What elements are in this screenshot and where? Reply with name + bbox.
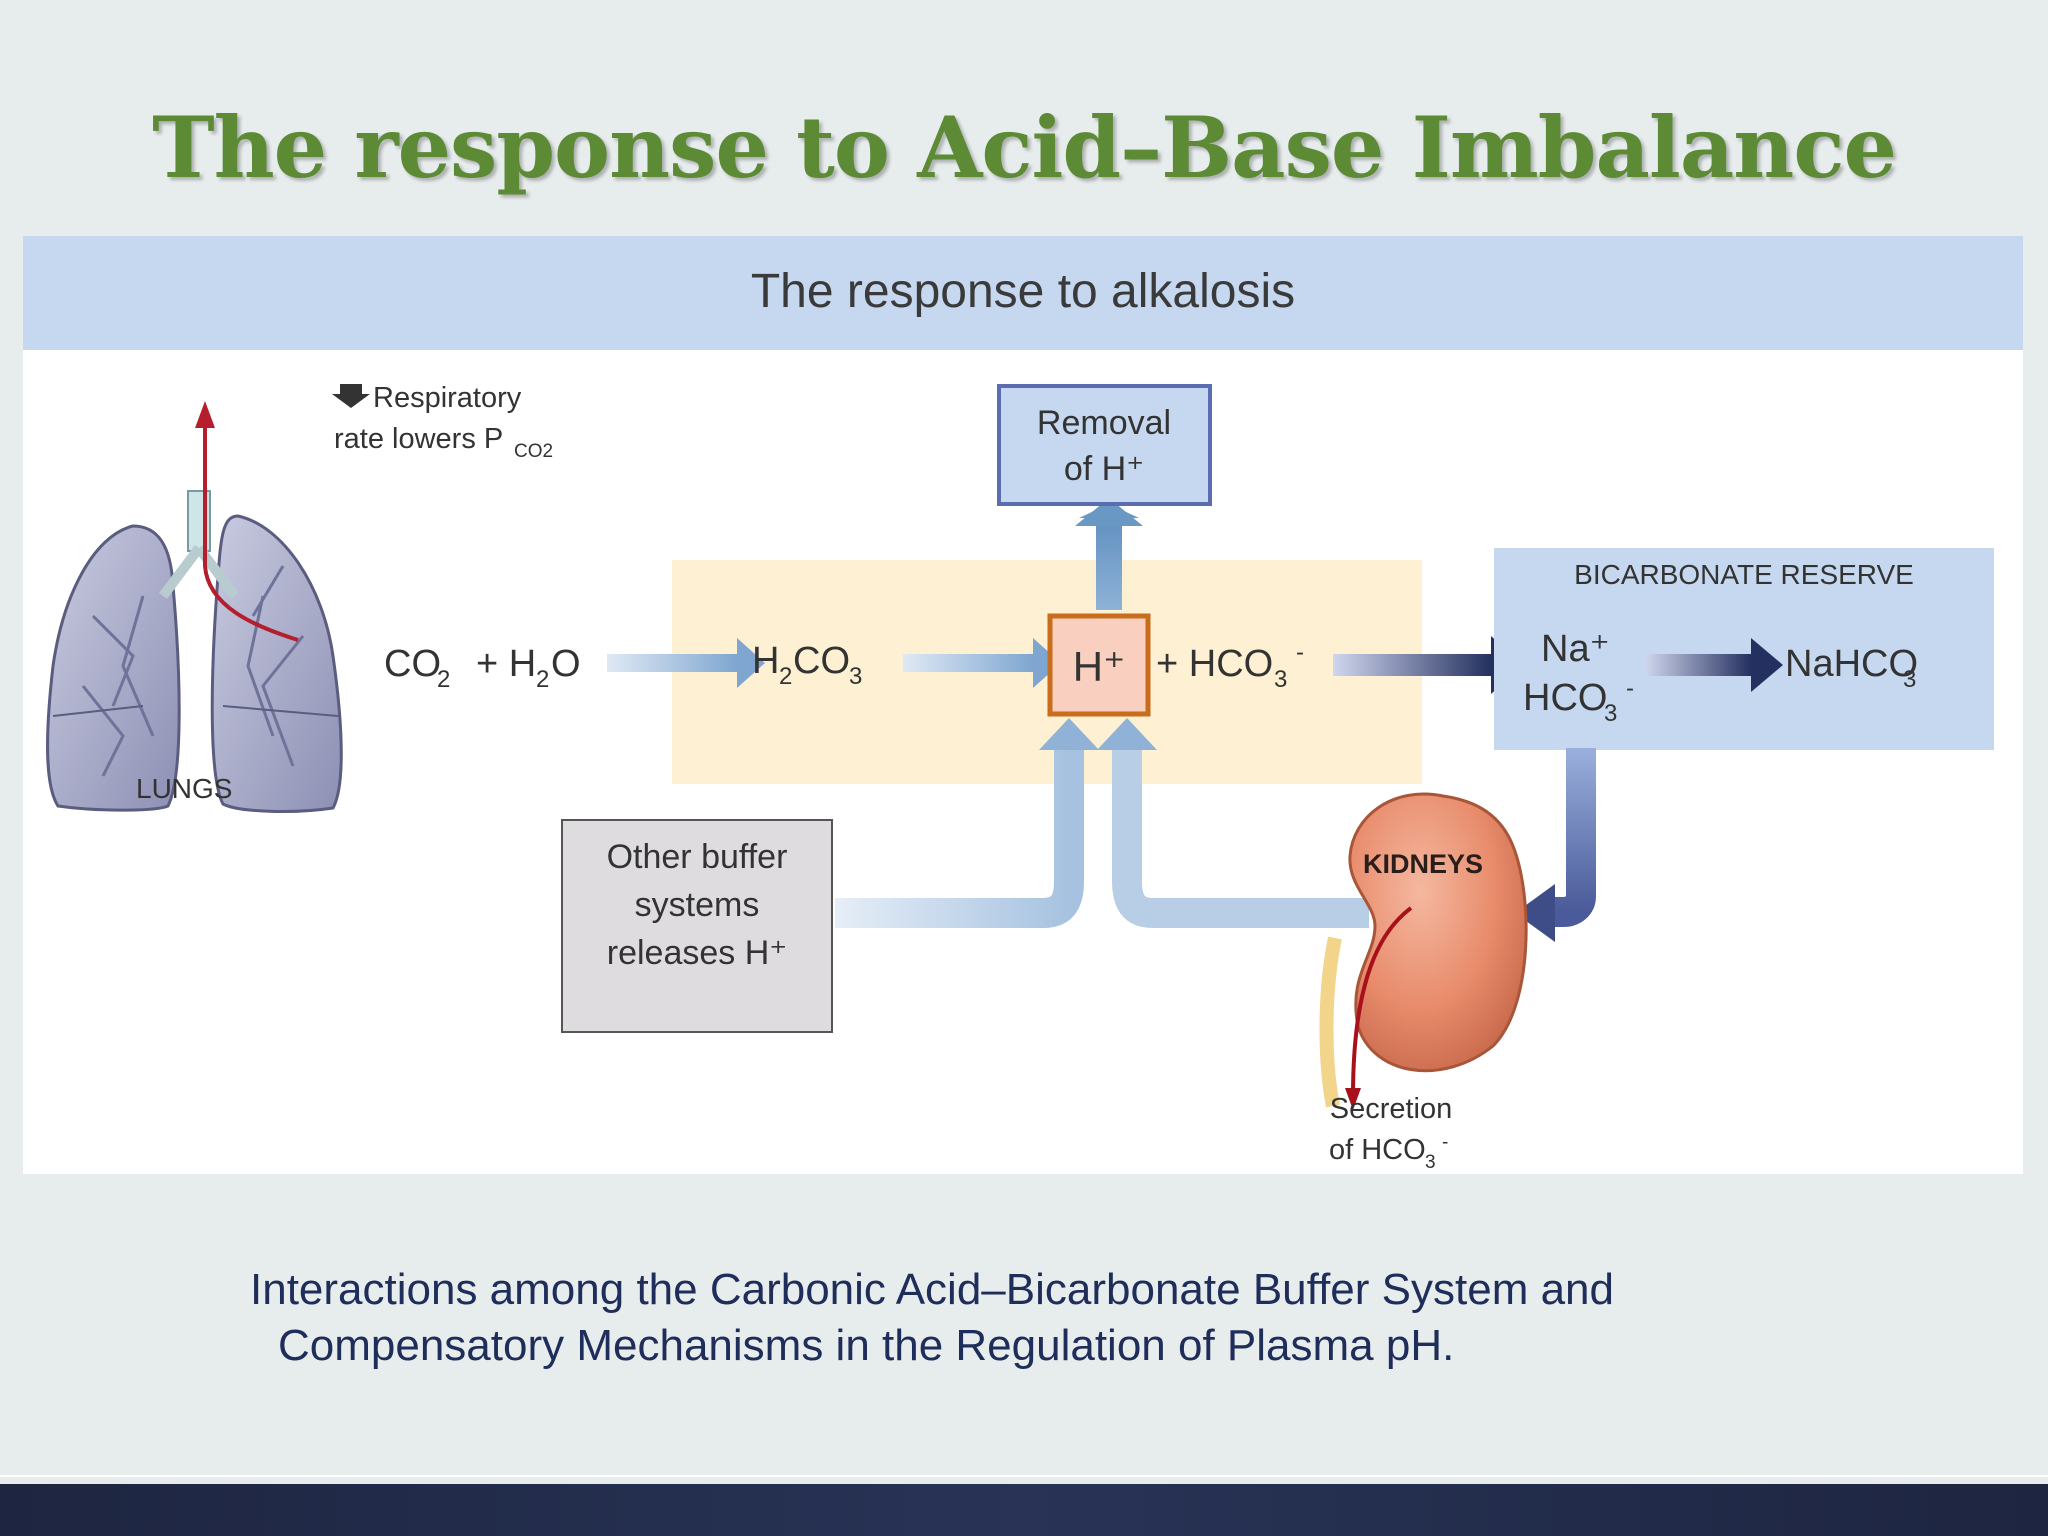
removal-box bbox=[997, 384, 1212, 506]
co2-text: CO bbox=[384, 643, 441, 685]
bicarbonate-reserve-title: BICARBONATE RESERVE bbox=[1574, 559, 1914, 590]
down-arrow-icon bbox=[332, 384, 370, 408]
hco3-reserve-sub: 3 bbox=[1604, 700, 1617, 727]
kidney-illustration bbox=[1319, 792, 1528, 1110]
respiratory-line1: Respiratory bbox=[373, 382, 522, 414]
h2o-sub: 2 bbox=[536, 666, 549, 693]
secretion-line2: of HCO bbox=[1329, 1134, 1426, 1166]
respiratory-line2: rate lowers P bbox=[334, 423, 503, 455]
panel-header: The response to alkalosis bbox=[23, 236, 2023, 350]
nahco3-sub: 3 bbox=[1903, 666, 1916, 693]
h2o-o: O bbox=[551, 643, 581, 685]
other-buffer-line3: releases H⁺ bbox=[607, 934, 787, 972]
h2co3-sub1: 2 bbox=[779, 663, 792, 690]
h2co3-h: H bbox=[752, 640, 779, 682]
co2-sub: 2 bbox=[437, 666, 450, 693]
hco3-sub: 3 bbox=[1274, 666, 1287, 693]
bottom-rule bbox=[0, 1475, 2048, 1477]
h-plus: H⁺ bbox=[1073, 643, 1126, 690]
hco3-reserve-sup: - bbox=[1626, 675, 1634, 702]
arrow-reserve-to-nahco3 bbox=[1645, 638, 1783, 692]
acid-base-diagram: LUNGS Respiratory rate lowers P CO2 CO 2… bbox=[46, 382, 1994, 1173]
secretion-line1: Secretion bbox=[1330, 1093, 1453, 1125]
caption-line2: Compensatory Mechanisms in the Regulatio… bbox=[278, 1321, 1455, 1370]
arrow-h2o-to-h2co3 bbox=[607, 638, 765, 688]
other-buffer-line1: Other buffer bbox=[607, 838, 788, 876]
removal-line2: of H⁺ bbox=[1064, 450, 1144, 488]
secretion-sub: 3 bbox=[1425, 1152, 1436, 1173]
hco3-reserve: HCO bbox=[1523, 677, 1607, 719]
lungs-illustration bbox=[46, 401, 343, 813]
other-buffer-line2: systems bbox=[635, 886, 760, 924]
caption-line1: Interactions among the Carbonic Acid–Bic… bbox=[250, 1265, 1614, 1314]
h2co3-sub2: 3 bbox=[849, 663, 862, 690]
kidneys-label: KIDNEYS bbox=[1363, 849, 1483, 879]
slide-title: The response to Acid–Base Imbalance bbox=[152, 98, 1897, 197]
caption: Interactions among the Carbonic Acid–Bic… bbox=[250, 1262, 1850, 1374]
arrow-kidney-to-h bbox=[1097, 718, 1369, 928]
other-buffer-box bbox=[561, 819, 833, 1033]
h-plus-box bbox=[1047, 613, 1151, 717]
h2co3-co: CO bbox=[793, 640, 850, 682]
hco3-sup: - bbox=[1296, 639, 1304, 666]
plus-h2o: + H bbox=[476, 643, 536, 685]
bicarbonate-reserve-box bbox=[1494, 548, 1994, 750]
arrow-reserve-to-kidney bbox=[1515, 748, 1596, 942]
arrow-h2co3-to-h bbox=[903, 638, 1061, 688]
panel-title: The response to alkalosis bbox=[750, 265, 1296, 318]
nahco3: NaHCO bbox=[1785, 643, 1918, 685]
lungs-label: LUNGS bbox=[136, 773, 232, 804]
arrow-buffer-to-h bbox=[835, 718, 1099, 928]
bottom-bar bbox=[0, 1484, 2048, 1536]
arrow-h-to-removal bbox=[1075, 498, 1143, 610]
secretion-sup: - bbox=[1442, 1132, 1448, 1153]
respiratory-sub: CO2 bbox=[514, 441, 553, 462]
na-plus: Na⁺ bbox=[1541, 628, 1610, 670]
plus-hco3: + HCO bbox=[1156, 643, 1273, 685]
removal-line1: Removal bbox=[1037, 404, 1171, 442]
